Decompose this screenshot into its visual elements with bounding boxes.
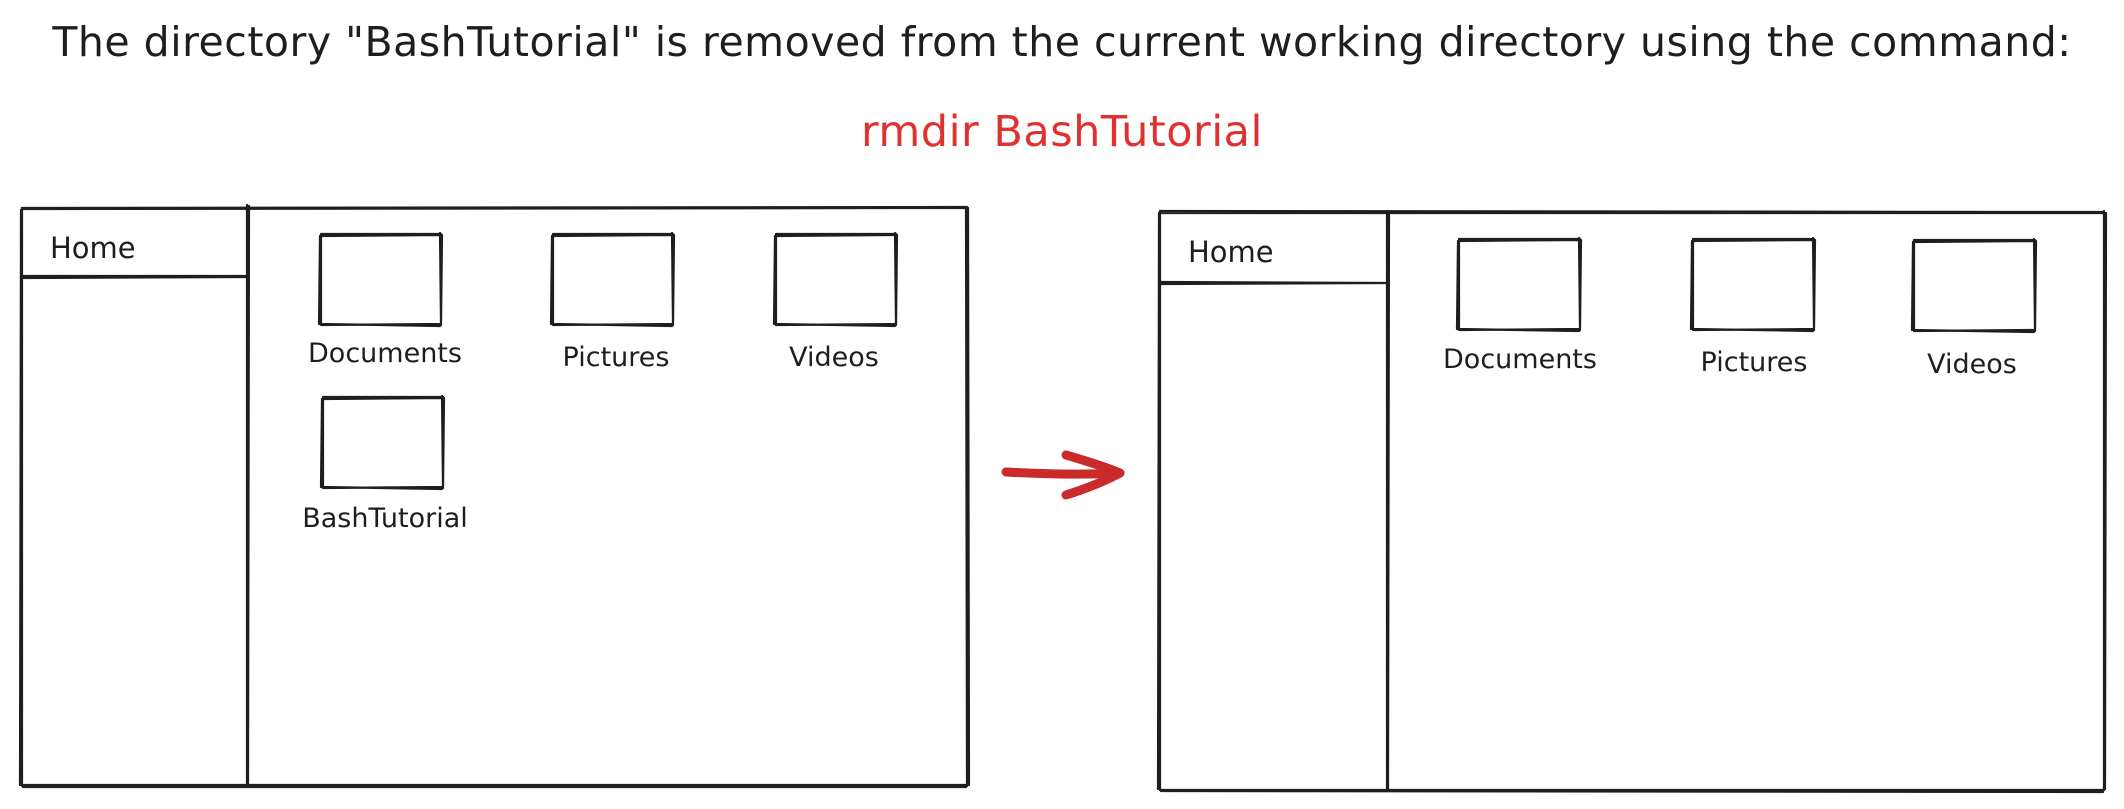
folder-icon[interactable] xyxy=(1455,236,1583,333)
folder-icon[interactable] xyxy=(319,394,446,491)
folder-label[interactable]: Pictures xyxy=(1701,347,1808,378)
window-after xyxy=(1156,209,2108,794)
sidebar-divider xyxy=(245,203,251,789)
folder-label[interactable]: Documents xyxy=(308,338,462,369)
folder-label[interactable]: Videos xyxy=(789,342,879,373)
folder-label[interactable]: Videos xyxy=(1927,349,2017,380)
folder-icon[interactable] xyxy=(317,231,444,328)
caption: The directory "BashTutorial" is removed … xyxy=(52,18,2072,66)
arrow-right-icon xyxy=(1001,450,1125,500)
sidebar-divider xyxy=(1385,209,1391,792)
folder-label[interactable]: BashTutorial xyxy=(302,503,468,534)
sidebar-label-home: Home xyxy=(50,231,136,265)
folder-label[interactable]: Pictures xyxy=(563,342,670,373)
folder-icon[interactable] xyxy=(1910,237,2038,334)
folder-label[interactable]: Documents xyxy=(1443,344,1597,375)
folder-icon[interactable] xyxy=(549,231,676,328)
window-before xyxy=(18,203,971,789)
sidebar-label-home: Home xyxy=(1188,235,1274,269)
command-text: rmdir BashTutorial xyxy=(861,107,1263,157)
sidebar-header-rule xyxy=(1158,280,1388,286)
sidebar-header-rule xyxy=(20,274,249,280)
folder-icon[interactable] xyxy=(772,231,899,328)
folder-icon[interactable] xyxy=(1689,236,1817,333)
